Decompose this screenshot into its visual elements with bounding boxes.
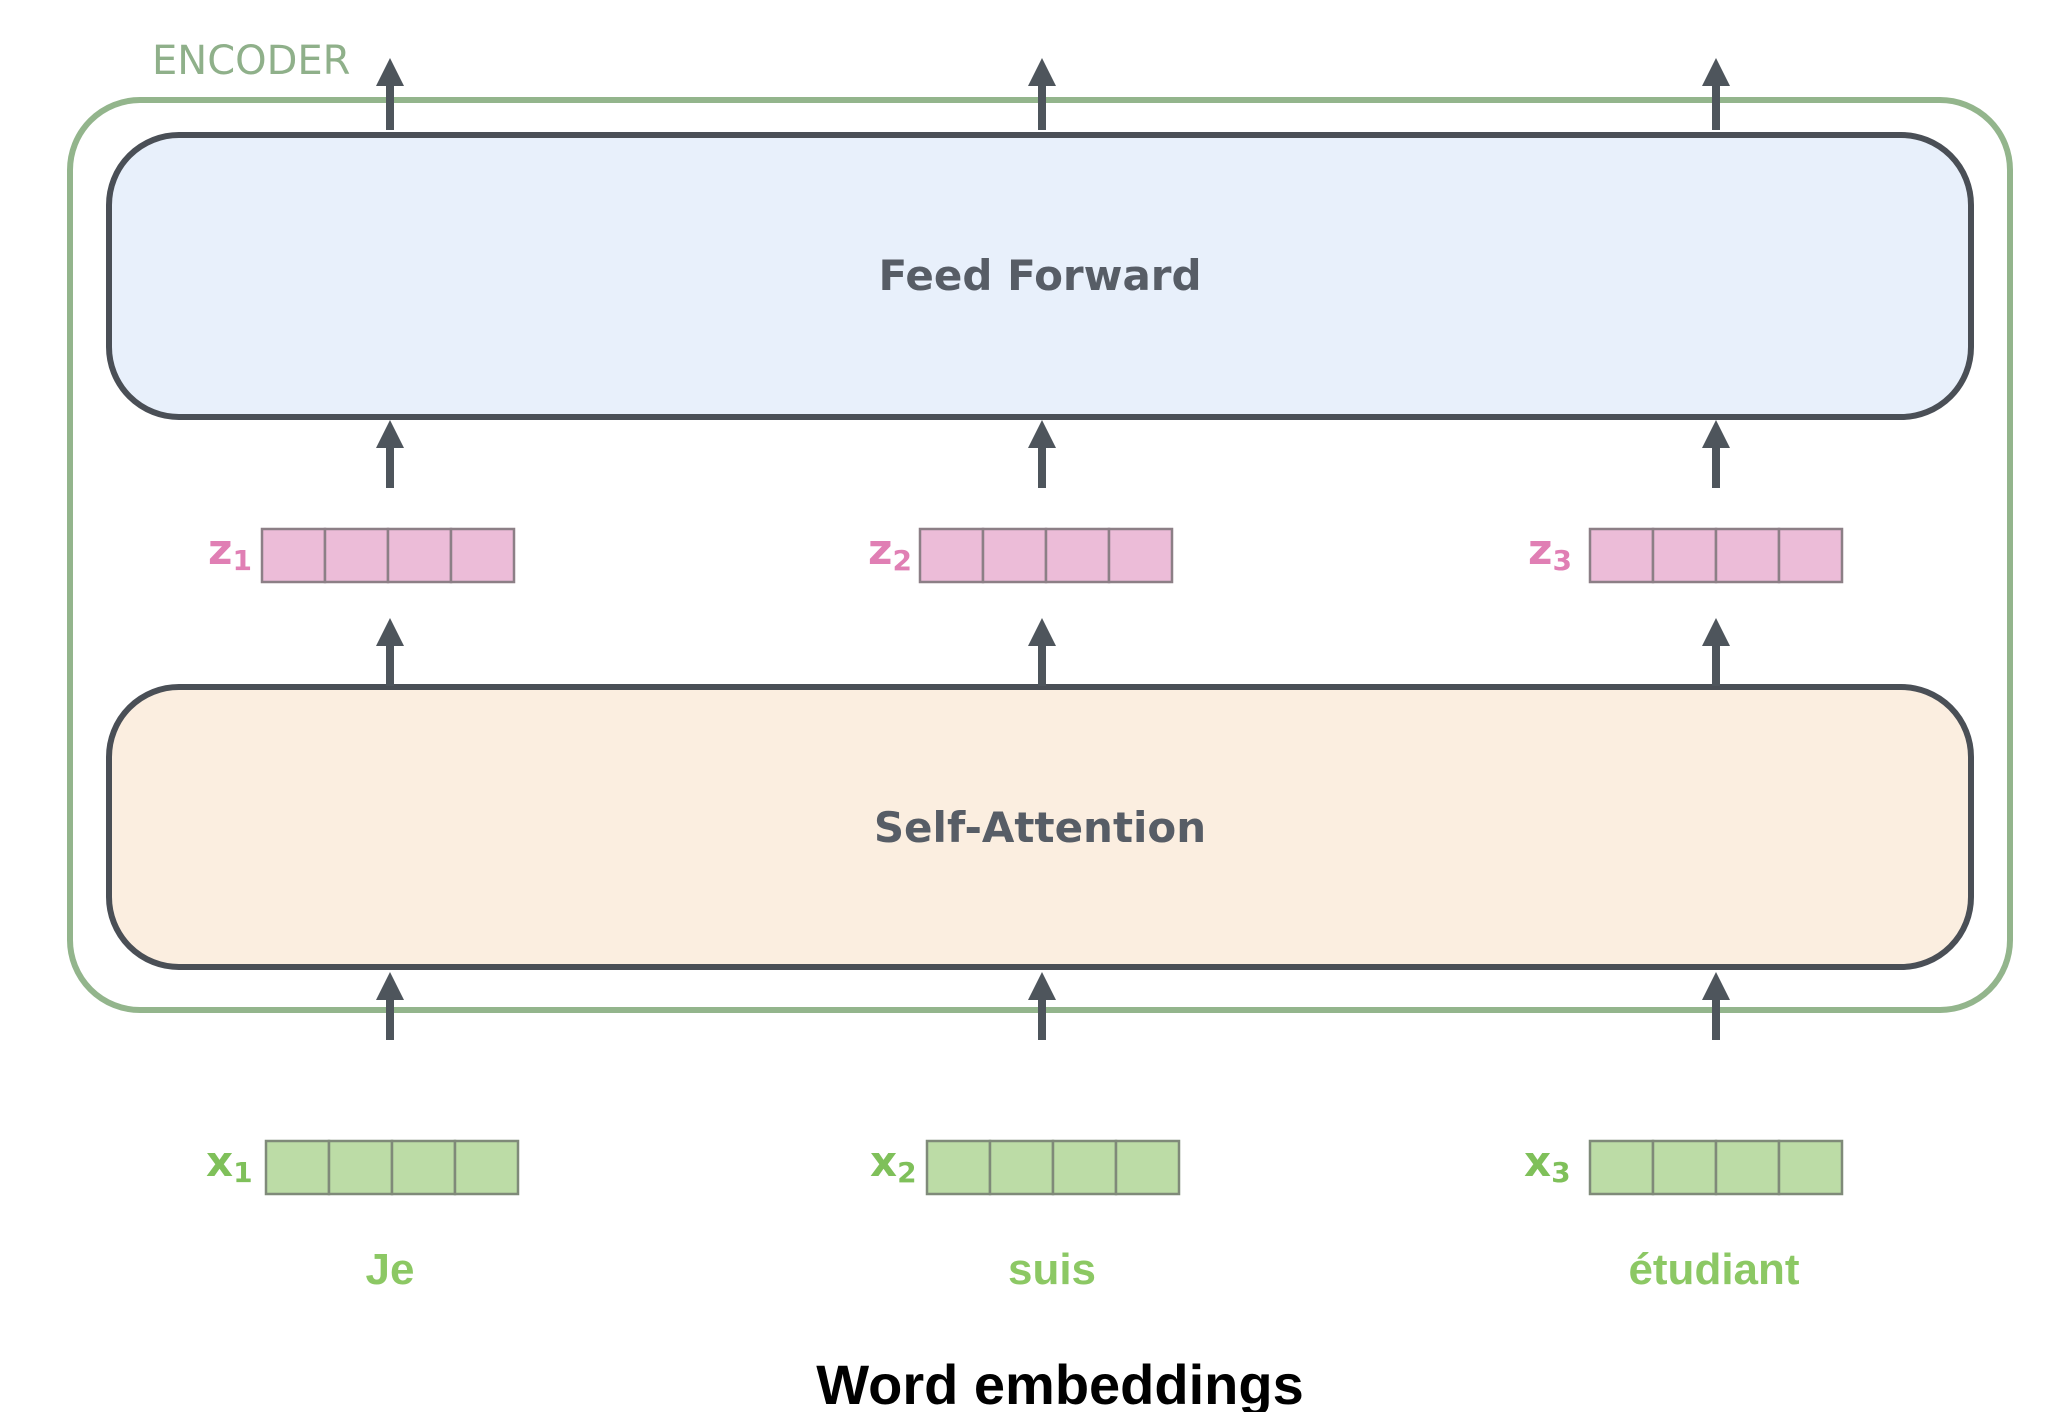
- arrow-x-to-sa-1: [376, 972, 404, 1040]
- arrow-head: [1702, 58, 1730, 86]
- x3-cell-2: [1651, 1139, 1718, 1196]
- arrow-head: [376, 618, 404, 646]
- arrow-z-to-ffn-2: [1028, 420, 1056, 488]
- arrow-head: [1028, 972, 1056, 1000]
- x1-vector: [264, 1139, 520, 1196]
- arrow-head: [1702, 618, 1730, 646]
- x2-cell-4: [1114, 1139, 1181, 1196]
- x1-cell-3: [390, 1139, 457, 1196]
- arrow-z-to-ffn-3: [1702, 420, 1730, 488]
- arrow-z-to-ffn-1: [376, 420, 404, 488]
- z2-vector: [918, 527, 1174, 584]
- z1-cell-2: [323, 527, 390, 584]
- arrow-head: [1028, 420, 1056, 448]
- z1-cell-3: [386, 527, 453, 584]
- arrow-head: [376, 972, 404, 1000]
- x1-cell-1: [264, 1139, 331, 1196]
- z2-cell-3: [1044, 527, 1111, 584]
- x2-cell-1: [925, 1139, 992, 1196]
- z2-cell-1: [918, 527, 985, 584]
- z1-cell-4: [449, 527, 516, 584]
- x1-label: x1: [206, 1137, 253, 1189]
- word-etudiant: étudiant: [1628, 1245, 1799, 1294]
- arrow-head: [376, 58, 404, 86]
- encoder-label: ENCODER: [152, 38, 350, 84]
- z3-cell-3: [1714, 527, 1781, 584]
- x3-vector: [1588, 1139, 1844, 1196]
- arrow-x-to-sa-3: [1702, 972, 1730, 1040]
- x3-cell-1: [1588, 1139, 1655, 1196]
- self-attention-block: [106, 684, 1974, 970]
- z-vectors: z1 z2 z3: [208, 525, 1572, 577]
- z2-label: z2: [868, 525, 912, 577]
- word-suis: suis: [1008, 1245, 1096, 1294]
- arrow-x-to-sa-2: [1028, 972, 1056, 1040]
- caption: Word embeddings: [816, 1353, 1303, 1412]
- arrows: [376, 58, 1730, 1040]
- arrow-sa-to-z-2: [1028, 618, 1056, 686]
- x2-vector: [925, 1139, 1181, 1196]
- arrow-head: [1028, 58, 1056, 86]
- z3-cell-2: [1651, 527, 1718, 584]
- encoder-label-backdrop: [145, 30, 355, 90]
- arrow-head: [376, 420, 404, 448]
- x1-cell-4: [453, 1139, 520, 1196]
- x3-label: x3: [1524, 1137, 1571, 1189]
- word-je: Je: [366, 1245, 415, 1294]
- x3-cell-3: [1714, 1139, 1781, 1196]
- arrow-output-3: [1702, 58, 1730, 130]
- x3-cell-4: [1777, 1139, 1844, 1196]
- feed-forward-block: [106, 132, 1974, 420]
- z3-cell-4: [1777, 527, 1844, 584]
- arrow-head: [1702, 420, 1730, 448]
- x2-cell-2: [988, 1139, 1055, 1196]
- z3-vector: [1588, 527, 1844, 584]
- arrow-head: [1702, 972, 1730, 1000]
- x2-label: x2: [870, 1137, 917, 1189]
- z3-cell-1: [1588, 527, 1655, 584]
- z2-cell-2: [981, 527, 1048, 584]
- arrow-sa-to-z-1: [376, 618, 404, 686]
- x2-cell-3: [1051, 1139, 1118, 1196]
- z1-cell-1: [260, 527, 327, 584]
- arrow-output-1: [376, 58, 404, 130]
- arrow-sa-to-z-3: [1702, 618, 1730, 686]
- vector-cells: [260, 527, 1844, 1196]
- x-vectors: x1 x2 x3: [206, 1137, 1571, 1189]
- z3-label: z3: [1528, 525, 1572, 577]
- self-attention-label: Self-Attention: [874, 803, 1206, 852]
- z1-vector: [260, 527, 516, 584]
- z1-label: z1: [208, 525, 252, 577]
- z2-cell-4: [1107, 527, 1174, 584]
- x1-cell-2: [327, 1139, 394, 1196]
- feed-forward-label: Feed Forward: [878, 251, 1201, 300]
- arrow-output-2: [1028, 58, 1056, 130]
- arrow-head: [1028, 618, 1056, 646]
